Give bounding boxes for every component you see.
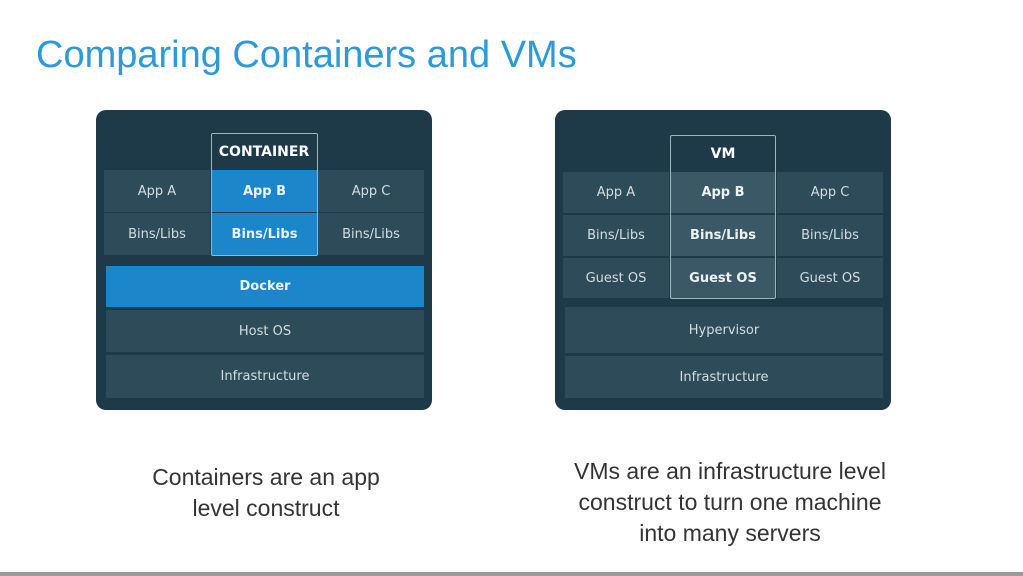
caption-line: Containers are an app bbox=[152, 464, 380, 490]
vms-caption: VMs are an infrastructure level construc… bbox=[530, 456, 930, 549]
hypervisor-layer: Hypervisor bbox=[565, 307, 883, 353]
containers-caption: Containers are an app level construct bbox=[96, 462, 436, 524]
container-label: CONTAINER bbox=[212, 134, 316, 170]
app-b: App B bbox=[671, 172, 775, 213]
bins-libs-b: Bins/Libs bbox=[671, 215, 775, 256]
app-c: App C bbox=[318, 170, 424, 212]
caption-line: into many servers bbox=[639, 520, 821, 546]
bins-libs-c: Bins/Libs bbox=[777, 215, 883, 256]
caption-line: VMs are an infrastructure level bbox=[574, 458, 886, 484]
app-b: App B bbox=[212, 170, 317, 212]
vms-diagram: VM App A App B App C Bins/Libs Bins/Libs… bbox=[555, 110, 891, 410]
containers-diagram: CONTAINER App A App B App C Bins/Libs Bi… bbox=[96, 110, 432, 410]
vm-label: VM bbox=[671, 136, 775, 172]
bottom-divider bbox=[0, 572, 1023, 576]
host-os-layer: Host OS bbox=[106, 310, 424, 352]
infrastructure-layer: Infrastructure bbox=[106, 355, 424, 398]
guest-os-c: Guest OS bbox=[777, 258, 883, 298]
app-a: App A bbox=[563, 172, 669, 213]
app-a: App A bbox=[104, 170, 210, 212]
bins-libs-b: Bins/Libs bbox=[212, 213, 317, 255]
docker-layer: Docker bbox=[106, 266, 424, 307]
bins-libs-c: Bins/Libs bbox=[318, 213, 424, 255]
guest-os-b: Guest OS bbox=[671, 258, 775, 298]
bins-libs-a: Bins/Libs bbox=[563, 215, 669, 256]
app-c: App C bbox=[777, 172, 883, 213]
caption-line: construct to turn one machine bbox=[578, 489, 882, 515]
guest-os-a: Guest OS bbox=[563, 258, 669, 298]
infrastructure-layer: Infrastructure bbox=[565, 356, 883, 398]
vm-outline bbox=[670, 135, 776, 299]
container-outline bbox=[211, 133, 318, 256]
page-title: Comparing Containers and VMs bbox=[36, 34, 577, 76]
bins-libs-a: Bins/Libs bbox=[104, 213, 210, 255]
caption-line: level construct bbox=[192, 495, 340, 521]
